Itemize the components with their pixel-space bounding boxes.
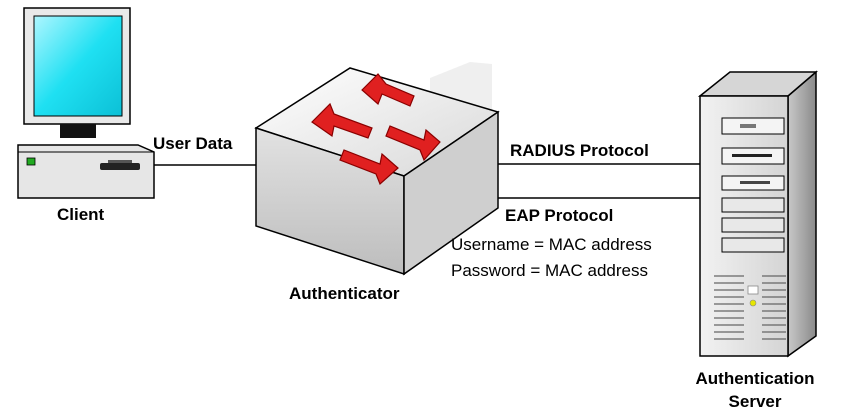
client-computer-icon xyxy=(17,7,155,199)
username-label: Username = MAC address xyxy=(451,235,652,254)
authentication-server-icon xyxy=(697,70,819,358)
server-label-line1: Authentication xyxy=(695,369,815,388)
eap-protocol-label: EAP Protocol xyxy=(505,206,614,225)
user-data-label: User Data xyxy=(153,134,233,153)
connection-lines xyxy=(152,163,700,199)
radius-protocol-label: RADIUS Protocol xyxy=(510,141,649,160)
switch-arrows-icon xyxy=(311,73,441,186)
server-label-line2: Server xyxy=(728,392,782,411)
authenticator-label: Authenticator xyxy=(289,284,400,303)
authenticator-switch-icon xyxy=(254,62,500,276)
password-label: Password = MAC address xyxy=(451,261,648,280)
client-label: Client xyxy=(57,205,105,224)
